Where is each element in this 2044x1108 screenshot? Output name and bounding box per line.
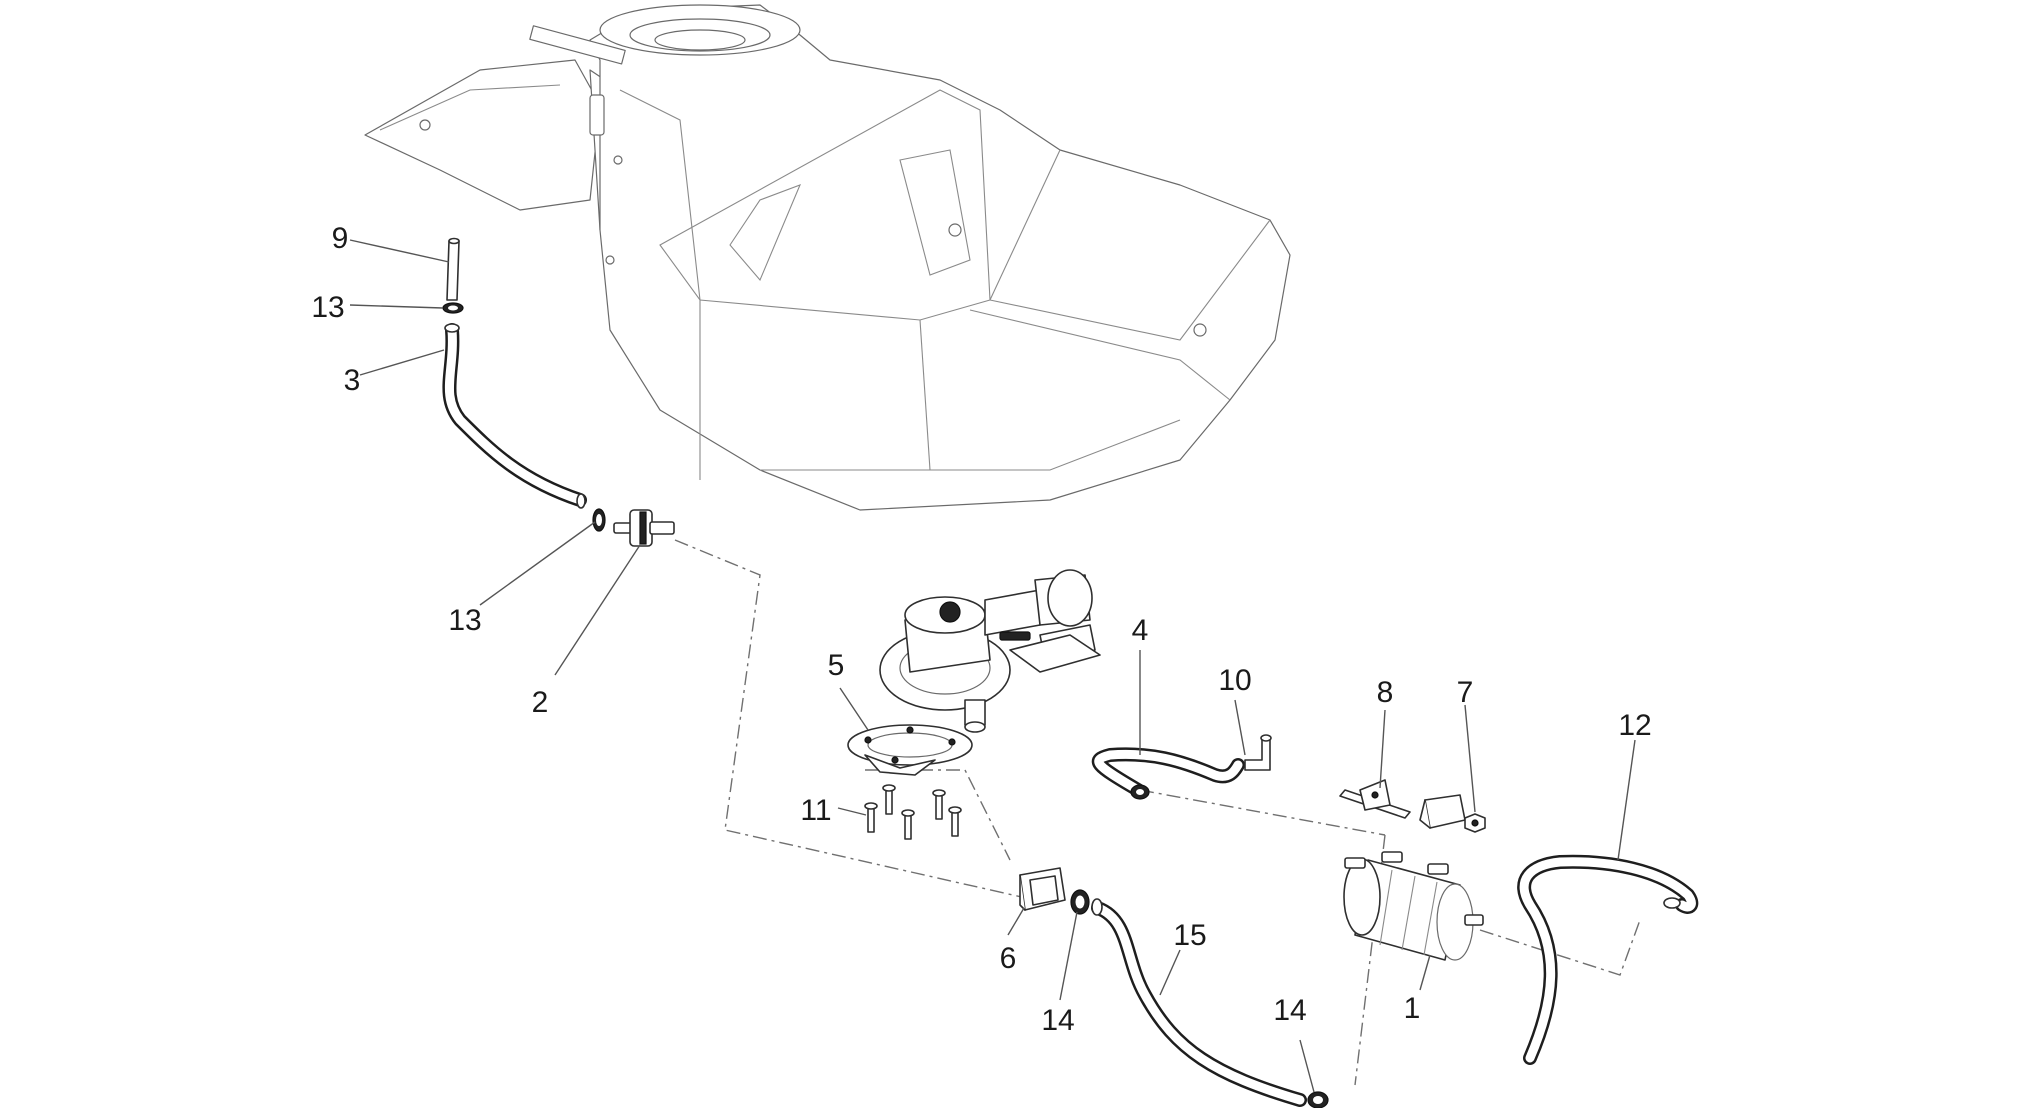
part-rubber-block [1019,867,1066,911]
callout-15: 15 [1173,919,1206,952]
callout-13-lower: 13 [448,604,481,637]
part-check-valve [613,509,675,547]
callout-10: 10 [1218,664,1251,697]
fuel-tank [364,4,1291,511]
part-breather-hose [442,323,587,509]
part-fuel-filter [1343,851,1484,961]
part-hose-clip-upper [442,302,464,314]
callout-7: 7 [1457,676,1474,709]
part-elbow-fitting [1244,734,1272,771]
callout-4: 4 [1132,614,1149,647]
callout-13-upper: 13 [311,291,344,324]
callout-3: 3 [344,364,361,397]
part-hose-clip-right [1307,1091,1329,1108]
callout-5: 5 [828,649,845,682]
callout-2: 2 [532,686,549,719]
part-fuel-hose [1091,898,1307,1107]
part-return-hose [1517,854,1699,1065]
part-vent-tube [446,237,460,301]
part-hose-clip-left [1070,889,1090,915]
part-bracket [1339,779,1411,819]
callout-12: 12 [1618,709,1651,742]
callout-14-right: 14 [1273,994,1306,1027]
callout-14-left: 14 [1041,1004,1074,1037]
callout-11: 11 [800,794,831,827]
part-gasket [847,724,973,776]
callout-labels: 1 2 3 4 5 6 7 8 9 10 11 12 13 13 14 14 1… [311,222,1651,1037]
part-hose-clip-lower [592,508,606,532]
callout-8: 8 [1377,676,1394,709]
part-hose-short [1091,747,1245,800]
fuel-pump-assembly [879,569,1101,733]
callout-9: 9 [332,222,349,255]
leader-lines [349,239,1636,1093]
part-bracket-nut [1419,794,1486,833]
part-screws [864,784,962,840]
callout-6: 6 [1000,942,1017,975]
callout-1: 1 [1404,992,1421,1025]
